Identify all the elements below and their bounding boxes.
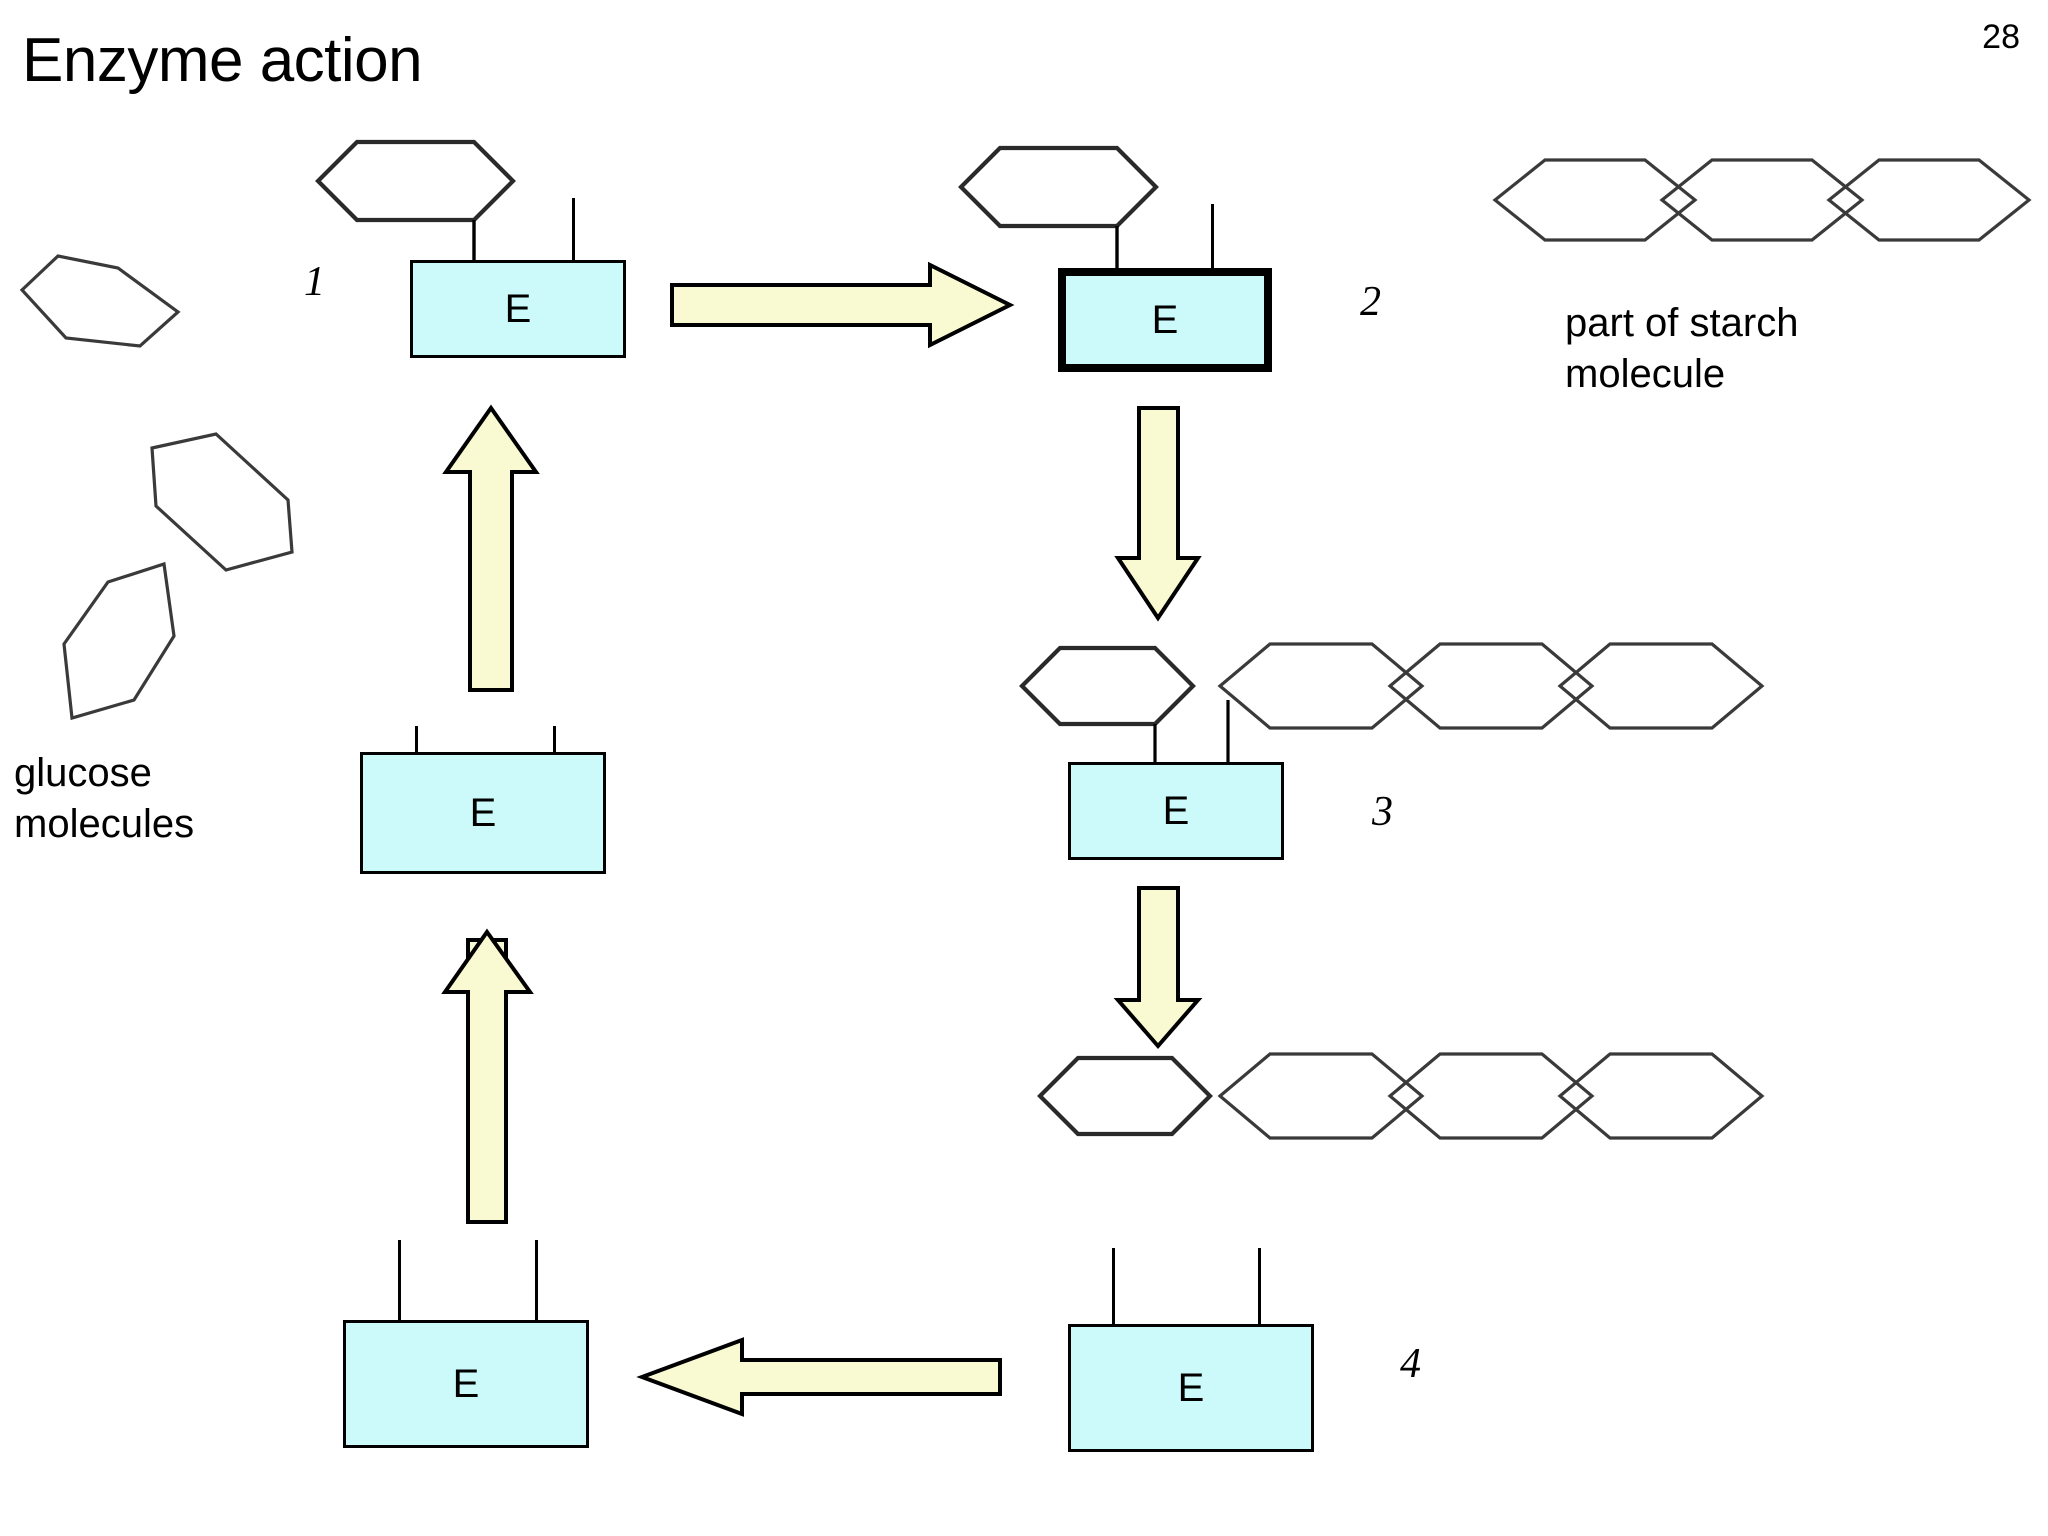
step-number-1: 1 <box>304 259 325 305</box>
arrow-recycle-mid-to-step1 <box>442 404 540 692</box>
enzyme-label-recycle-bottom: E <box>452 1361 480 1406</box>
arrow-step4-to-recycle <box>636 1337 1002 1417</box>
enzyme-stalk-step4-left <box>1112 1248 1115 1324</box>
free-glucose-molecule-3 <box>62 561 176 721</box>
enzyme-box-step3[interactable]: E <box>1068 762 1284 860</box>
enzyme-box-recycle-mid[interactable]: E <box>360 752 606 874</box>
enzyme-stalk-step2-right <box>1211 204 1214 270</box>
detached-glucose-step3 <box>1019 645 1196 762</box>
arrow-recycle-bottom-to-mid <box>441 928 534 1224</box>
starch-chain-top <box>1492 158 2032 242</box>
free-glucose-molecule-2 <box>150 432 294 572</box>
arrow-step3-to-step4 <box>1113 886 1203 1050</box>
glucose-caption: glucose molecules <box>14 748 314 850</box>
glucose-caption-line2: molecules <box>14 802 195 847</box>
enzyme-box-step4[interactable]: E <box>1068 1324 1314 1452</box>
enzyme-box-recycle-bottom[interactable]: E <box>343 1320 589 1448</box>
step-number-4: 4 <box>1400 1341 1421 1387</box>
page-number: 28 <box>1982 18 2020 56</box>
enzyme-box-step2[interactable]: E <box>1058 268 1272 372</box>
enzyme-label-step2: E <box>1151 297 1179 342</box>
page-title: Enzyme action <box>22 26 423 95</box>
glucose-caption-line1: glucose <box>14 751 152 795</box>
enzyme-label-step1: E <box>504 286 532 331</box>
glucose-on-enzyme-step1 <box>315 139 516 260</box>
step-number-2: 2 <box>1360 279 1381 325</box>
step-number-3: 3 <box>1372 789 1393 835</box>
arrow-step2-to-step3 <box>1114 406 1202 622</box>
glucose-on-enzyme-step2 <box>958 145 1159 268</box>
starch-chain-step4 <box>1217 1052 1765 1140</box>
enzyme-label-recycle-mid: E <box>469 790 497 835</box>
enzyme-stalk-step4-right <box>1258 1248 1261 1324</box>
free-glucose-molecule-1 <box>19 254 181 348</box>
enzyme-label-step4: E <box>1177 1365 1205 1410</box>
arrow-step1-to-step2 <box>670 261 1015 349</box>
enzyme-stalk-step1-right <box>572 198 575 260</box>
enzyme-label-step3: E <box>1162 788 1190 833</box>
enzyme-stalk-recycle-bottom-right <box>535 1240 538 1320</box>
enzyme-box-step1[interactable]: E <box>410 260 626 358</box>
starch-caption-line1: part of starch <box>1565 301 1799 345</box>
enzyme-stalk-recycle-bottom-left <box>398 1240 401 1320</box>
starch-caption-line2: molecule <box>1565 352 1726 397</box>
starch-chain-step3 <box>1217 642 1765 762</box>
detached-glucose-step4 <box>1037 1055 1213 1137</box>
starch-caption: part of starch molecule <box>1565 298 1985 400</box>
